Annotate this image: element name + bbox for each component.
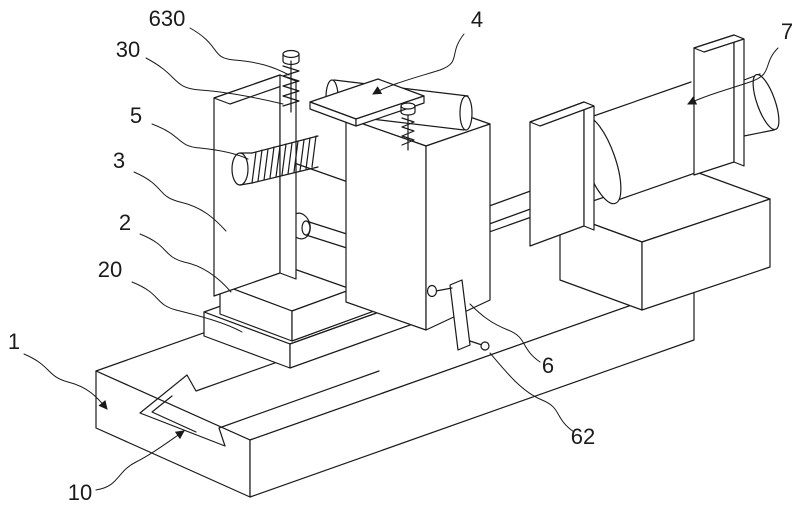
tube-right-end bbox=[459, 95, 473, 131]
right-tower-front-left-face bbox=[345, 117, 427, 331]
flange-top-face bbox=[693, 34, 745, 53]
leader-20 bbox=[131, 281, 243, 333]
cylinder-top-line bbox=[584, 81, 692, 120]
block-front-right-face bbox=[641, 198, 771, 311]
callout-labels: 630 30 4 7 5 3 2 20 1 10 6 62 bbox=[8, 6, 793, 505]
stub-bottom-line bbox=[743, 129, 775, 137]
bed-groove-arrow bbox=[139, 333, 380, 447]
left-tower-side-face bbox=[279, 74, 297, 280]
screw2-head-sides bbox=[400, 105, 416, 113]
leader-5 bbox=[151, 123, 249, 160]
leader-lines bbox=[23, 27, 779, 491]
right-support-block bbox=[559, 168, 771, 311]
groove-arrow-inner-line bbox=[151, 395, 197, 433]
spring-screw-630 bbox=[282, 49, 300, 113]
bed-front-face bbox=[249, 282, 695, 498]
callout-6: 6 bbox=[542, 353, 554, 378]
groove-arrow-outline bbox=[139, 333, 380, 447]
callout-62: 62 bbox=[571, 424, 595, 449]
callout-5: 5 bbox=[130, 103, 142, 128]
thread-hatch bbox=[251, 135, 317, 184]
leader-630 bbox=[189, 27, 290, 76]
clamp-left-tower bbox=[213, 74, 297, 297]
rod-head-lines bbox=[239, 152, 253, 186]
bracket-screw-a-stem bbox=[435, 287, 453, 292]
thread-top-guide bbox=[251, 135, 319, 154]
callout-2: 2 bbox=[119, 210, 131, 235]
screw-head-top bbox=[282, 49, 300, 59]
callout-630: 630 bbox=[149, 6, 186, 31]
cylinder-stub bbox=[743, 73, 780, 137]
thread-bottom-guide bbox=[251, 166, 319, 184]
callout-3: 3 bbox=[113, 148, 125, 173]
left-tower-front-face bbox=[213, 74, 281, 297]
leader-7 bbox=[687, 47, 779, 105]
mid-plate-top-face bbox=[529, 101, 595, 127]
end-flange-plate bbox=[693, 34, 745, 176]
bracket-6 bbox=[426, 279, 490, 351]
leader-30 bbox=[145, 57, 284, 105]
leader-1 bbox=[23, 353, 108, 410]
callout-7: 7 bbox=[781, 19, 793, 44]
callout-10: 10 bbox=[68, 480, 92, 505]
screw-head-sides bbox=[282, 53, 300, 62]
spring-screw-right bbox=[400, 102, 416, 151]
callout-4: 4 bbox=[471, 7, 483, 32]
callout-1: 1 bbox=[8, 329, 20, 354]
bracket-strap bbox=[449, 279, 471, 351]
leader-6 bbox=[469, 303, 541, 363]
leader-4 bbox=[372, 33, 465, 95]
leader-10 bbox=[95, 430, 185, 491]
callout-30: 30 bbox=[116, 37, 140, 62]
screw2-coil bbox=[401, 117, 415, 146]
screw2-head-top bbox=[400, 102, 416, 110]
mid-plate-side-face bbox=[583, 101, 595, 231]
right-tower-front-right-face bbox=[425, 123, 491, 331]
threaded-rod-5 bbox=[231, 135, 319, 186]
leader-62 bbox=[489, 352, 575, 433]
callout-20: 20 bbox=[98, 257, 122, 282]
pin-end-cap bbox=[301, 220, 311, 236]
pin-bottom-line bbox=[305, 234, 351, 250]
screw2-head-bottom-arc bbox=[400, 111, 416, 116]
bracket-screw-b-stem bbox=[469, 340, 483, 346]
pin-top-line bbox=[305, 220, 351, 236]
flange-side-face bbox=[733, 34, 745, 167]
stub-end bbox=[752, 73, 780, 131]
mid-plate bbox=[529, 101, 595, 247]
leader-2 bbox=[139, 233, 232, 293]
flange-front-face bbox=[693, 34, 735, 176]
leader-3 bbox=[133, 171, 227, 232]
spring-coil bbox=[282, 65, 300, 107]
screw-head-bottom-arc bbox=[282, 60, 300, 66]
clamp-right-tower bbox=[345, 95, 491, 331]
bracket-screw-a-head bbox=[426, 284, 438, 298]
bracket-screw-b-head bbox=[480, 341, 490, 351]
